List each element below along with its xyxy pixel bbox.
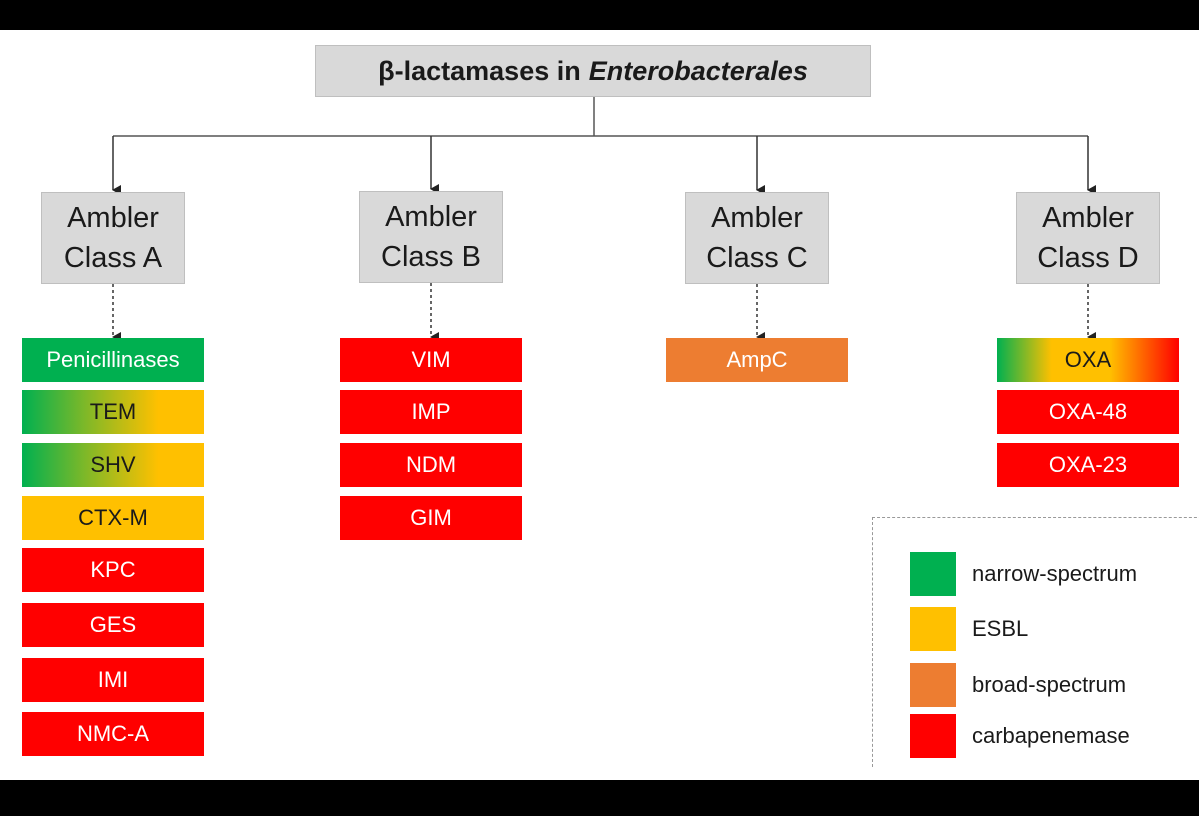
legend-item-carbapenemase: carbapenemase: [910, 714, 1130, 758]
legend-frame: [872, 517, 1199, 767]
class-b-item-ndm: NDM: [340, 443, 522, 487]
title-prefix: β-lactamases in: [378, 55, 581, 86]
class-d-line2: Class D: [1037, 242, 1139, 274]
class-b-item-vim: VIM: [340, 338, 522, 382]
class-d-item-oxa-23: OXA-23: [997, 443, 1179, 487]
connector-lines: [112, 97, 1096, 342]
class-a-box: Ambler Class A: [41, 192, 185, 284]
legend-label-broad: broad-spectrum: [972, 672, 1127, 697]
legend-item-broad: broad-spectrum: [910, 663, 1126, 707]
class-a-item-shv: SHV: [22, 443, 204, 487]
legend-label-esbl: ESBL: [972, 616, 1029, 641]
legend-label-narrow: narrow-spectrum: [972, 561, 1138, 586]
class-a-item-penicillinases: Penicillinases: [22, 338, 204, 382]
class-c-line2: Class C: [706, 242, 808, 274]
class-d-item-oxa-48: OXA-48: [997, 390, 1179, 434]
legend-swatch-broad: [910, 663, 956, 707]
title-italic: Enterobacterales: [588, 55, 808, 86]
legend-swatch-narrow: [910, 552, 956, 596]
class-a-line2: Class A: [63, 242, 163, 274]
class-d-line1: Ambler: [1042, 202, 1134, 234]
class-c-line1: Ambler: [711, 202, 803, 234]
class-a-item-kpc: KPC: [22, 548, 204, 592]
class-a-item-ges: GES: [22, 603, 204, 647]
legend-item-narrow: narrow-spectrum: [910, 552, 1137, 596]
class-c-item-ampc: AmpC: [666, 338, 848, 382]
legend-swatch-carbapenemase: [910, 714, 956, 758]
legend-label-carbapenemase: carbapenemase: [972, 723, 1130, 748]
class-d-box: Ambler Class D: [1016, 192, 1160, 284]
legend-swatch-esbl: [910, 607, 956, 651]
class-d-item-oxa: OXA: [997, 338, 1179, 382]
class-b-item-imp: IMP: [340, 390, 522, 434]
class-a-item-imi: IMI: [22, 658, 204, 702]
class-b-line2: Class B: [381, 241, 481, 273]
class-a-item-tem: TEM: [22, 390, 204, 434]
class-a-item-nmc-a: NMC-A: [22, 712, 204, 756]
class-b-box: Ambler Class B: [359, 191, 503, 283]
class-b-item-gim: GIM: [340, 496, 522, 540]
class-a-item-ctx-m: CTX-M: [22, 496, 204, 540]
class-a-line1: Ambler: [67, 202, 159, 234]
class-c-box: Ambler Class C: [685, 192, 829, 284]
class-b-line1: Ambler: [385, 201, 477, 233]
legend-item-esbl: ESBL: [910, 607, 1028, 651]
